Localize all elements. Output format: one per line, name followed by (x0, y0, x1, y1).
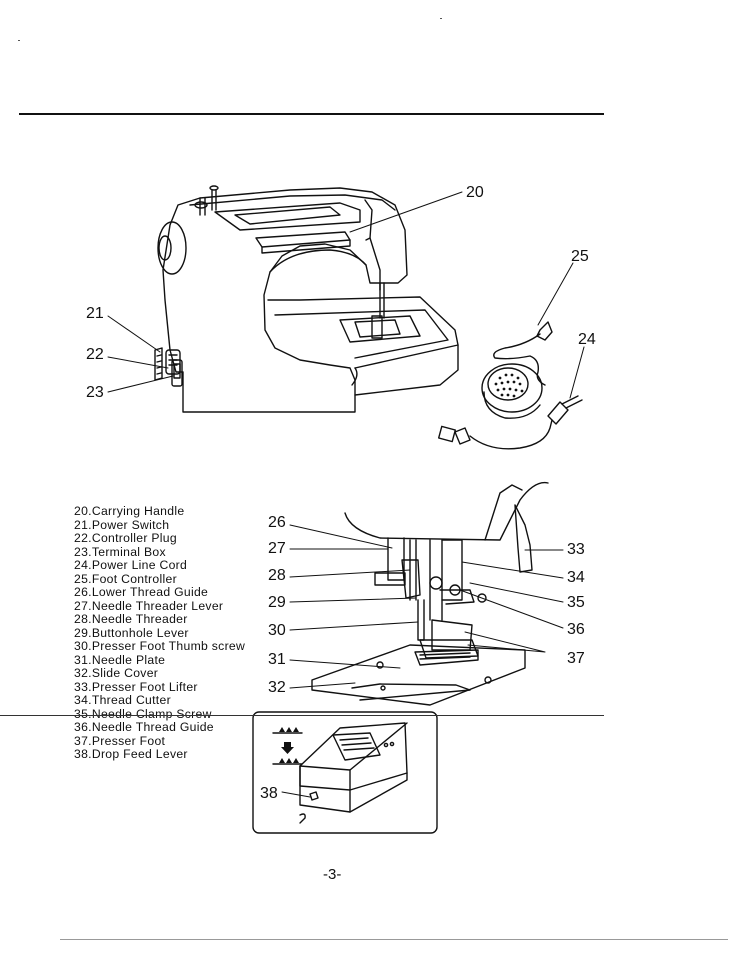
callout-36: 36 (567, 621, 585, 638)
scan-speck (18, 40, 20, 41)
leader-lines (107, 191, 585, 798)
callout-31: 31 (268, 651, 286, 668)
parts-list-item: 27.Needle Threader Lever (74, 598, 224, 613)
parts-list-item: 32.Slide Cover (74, 666, 159, 680)
parts-list-item: 22.Controller Plug (74, 531, 177, 545)
parts-list-item: 29.Buttonhole Lever (74, 625, 189, 640)
parts-list-item: 33.Presser Foot Lifter (74, 679, 198, 694)
strike-rule (0, 715, 604, 716)
page-number: -3- (323, 866, 342, 883)
callout-38: 38 (260, 785, 278, 802)
callout-23: 23 (86, 384, 104, 401)
callout-35: 35 (567, 594, 585, 611)
parts-list: 20.Carrying Handle 21.Power Switch 22.Co… (74, 504, 246, 762)
callout-34: 34 (567, 569, 585, 586)
parts-list-item: 34.Thread Cutter (74, 693, 171, 707)
callout-21: 21 (86, 305, 104, 322)
footer-rule (60, 939, 728, 940)
parts-list-item: 20.Carrying Handle (74, 504, 185, 518)
parts-list-item: 36.Needle Thread Guide (74, 720, 214, 734)
parts-list-item: 38.Drop Feed Lever (74, 747, 188, 761)
callout-30: 30 (268, 622, 286, 639)
parts-list-item: 26.Lower Thread Guide (74, 585, 209, 599)
callout-20: 20 (466, 184, 484, 201)
parts-list-item: 31.Needle Plate (74, 652, 166, 667)
parts-list-item: 35.Needle Clamp Screw (74, 706, 212, 721)
parts-list-item: 21.Power Switch (74, 517, 170, 532)
sewing-machine-drawing (154, 185, 459, 413)
header-rule (19, 113, 604, 115)
callout-32: 32 (268, 679, 286, 696)
needle-area-detail-drawing (311, 481, 549, 706)
callout-33: 33 (567, 541, 585, 558)
callout-26: 26 (268, 514, 286, 531)
callout-27: 27 (268, 540, 286, 557)
callout-29: 29 (268, 594, 286, 611)
foot-controller-drawing (437, 321, 583, 450)
callout-22: 22 (86, 346, 104, 363)
parts-list-item: 23.Terminal Box (74, 544, 166, 559)
parts-list-item: 37.Presser Foot (74, 733, 166, 748)
parts-list-item: 25.Foot Controller (74, 571, 177, 586)
callout-28: 28 (268, 567, 286, 584)
scan-speck (440, 18, 442, 19)
parts-list-item: 24.Power Line Cord (74, 558, 188, 572)
drop-feed-inset-drawing (252, 711, 438, 834)
parts-list-item: 30.Presser Foot Thumb screw (74, 639, 246, 653)
callout-24: 24 (578, 331, 596, 348)
callout-25: 25 (571, 248, 589, 265)
callout-37: 37 (567, 650, 585, 667)
parts-list-item: 28.Needle Threader (74, 612, 188, 626)
